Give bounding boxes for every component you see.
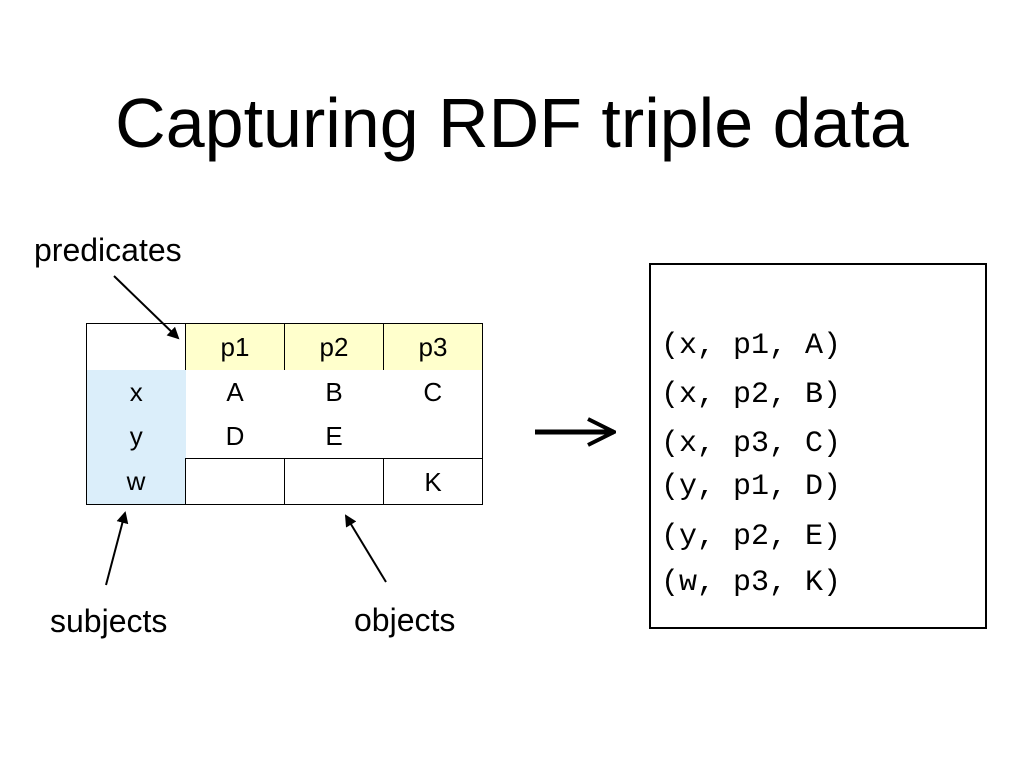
object-cell: C <box>383 370 483 414</box>
object-cell: D <box>225 421 245 451</box>
object-cell <box>284 458 384 505</box>
subjects-arrow <box>105 511 129 586</box>
subjects-label: subjects <box>50 603 168 639</box>
objects-label: objects <box>354 602 456 638</box>
triple-line: (x, p2, B) <box>661 378 842 412</box>
table-row: w K <box>86 458 483 505</box>
triples-box: (x, p1, A) (x, p2, B) (x, p3, C) (y, p1,… <box>649 263 987 629</box>
object-cell: B <box>325 377 343 407</box>
object-cell: E <box>325 421 343 451</box>
predicates-arrow <box>113 275 180 340</box>
object-cell <box>383 414 483 459</box>
table-row: x A B C <box>86 370 483 414</box>
subject-cell: x <box>86 370 186 414</box>
subject-cell: y <box>86 414 186 459</box>
predicate-header-p3: p3 <box>383 323 483 370</box>
object-cell: K <box>383 458 483 505</box>
objects-arrow <box>344 514 387 583</box>
triple-line: (x, p3, C) <box>661 427 842 461</box>
predicates-label: predicates <box>34 232 182 268</box>
triple-line: (y, p1, D) <box>661 470 842 504</box>
table-row: y D E <box>86 414 483 459</box>
table-header-row: p1 p2 p3 <box>86 323 483 370</box>
object-cell <box>185 458 285 505</box>
triple-line: (x, p1, A) <box>661 329 842 363</box>
triple-table: p1 p2 p3 x A B C y D E w K <box>86 323 483 505</box>
predicate-header-p2: p2 <box>284 323 384 370</box>
predicate-header-p1: p1 <box>185 323 285 370</box>
triple-line: (w, p3, K) <box>661 566 842 600</box>
subject-cell: w <box>86 458 186 505</box>
triple-line: (y, p2, E) <box>661 520 842 554</box>
slide-title: Capturing RDF triple data <box>115 84 909 162</box>
object-cell: A <box>226 377 244 407</box>
